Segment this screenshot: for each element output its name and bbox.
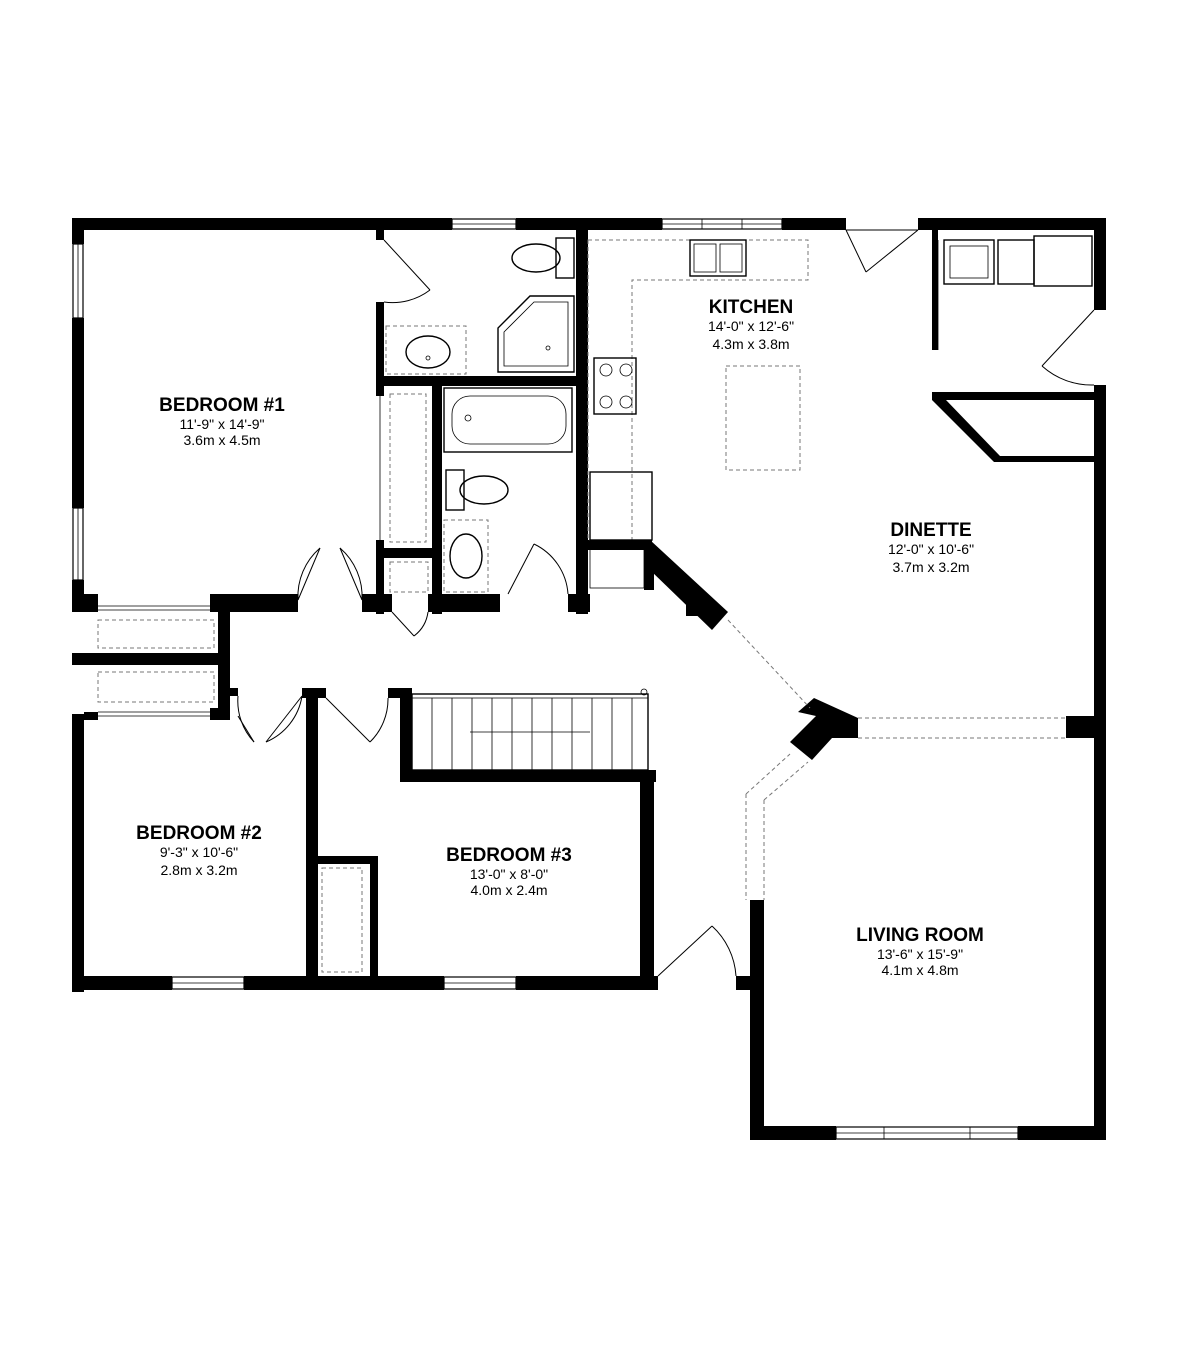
- room-label-kitchen: KITCHEN 14'-0" x 12'-6" 4.3m x 3.8m: [708, 297, 794, 352]
- room-name: KITCHEN: [709, 297, 793, 318]
- room-dimensions-metric: 3.7m x 3.2m: [892, 559, 969, 575]
- room-dimensions-imperial: 12'-0" x 10'-6": [888, 541, 974, 557]
- room-dimensions-imperial: 14'-0" x 12'-6": [708, 318, 794, 334]
- room-dimensions-metric: 4.1m x 4.8m: [881, 962, 958, 978]
- interior-walls: [84, 230, 1094, 978]
- room-dimensions-metric: 4.3m x 3.8m: [712, 336, 789, 352]
- room-label-living-room: LIVING ROOM 13'-6" x 15'-9" 4.1m x 4.8m: [856, 925, 984, 978]
- room-name: DINETTE: [890, 520, 971, 541]
- exterior-walls: [72, 218, 1106, 1140]
- room-dimensions-imperial: 13'-0" x 8'-0": [470, 866, 548, 882]
- room-name: BEDROOM #1: [159, 395, 285, 416]
- room-dimensions-metric: 4.0m x 2.4m: [470, 882, 547, 898]
- room-name: LIVING ROOM: [856, 925, 984, 946]
- room-dimensions-imperial: 13'-6" x 15'-9": [877, 946, 963, 962]
- room-dimensions-imperial: 11'-9" x 14'-9": [179, 416, 264, 432]
- windows: [72, 218, 1019, 1140]
- closets: [97, 393, 429, 973]
- room-dimensions-metric: 3.6m x 4.5m: [183, 432, 260, 448]
- dinette-fixtures: [937, 235, 1093, 350]
- room-dimensions-metric: 2.8m x 3.2m: [160, 862, 237, 878]
- room-label-bedroom-3: BEDROOM #3 13'-0" x 8'-0" 4.0m x 2.4m: [446, 845, 572, 898]
- room-label-bedroom-2: BEDROOM #2 9'-3" x 10'-6" 2.8m x 3.2m: [136, 823, 262, 878]
- room-name: BEDROOM #3: [446, 845, 572, 866]
- room-dimensions-imperial: 9'-3" x 10'-6": [160, 844, 238, 860]
- room-name: BEDROOM #2: [136, 823, 262, 844]
- kitchen-fixtures: [587, 239, 809, 589]
- room-label-dinette: DINETTE 12'-0" x 10'-6" 3.7m x 3.2m: [888, 520, 974, 575]
- doors: [237, 229, 1095, 977]
- stairs: [411, 688, 649, 771]
- bathroom-fixtures: [385, 237, 575, 593]
- room-label-bedroom-1: BEDROOM #1 11'-9" x 14'-9" 3.6m x 4.5m: [159, 395, 285, 448]
